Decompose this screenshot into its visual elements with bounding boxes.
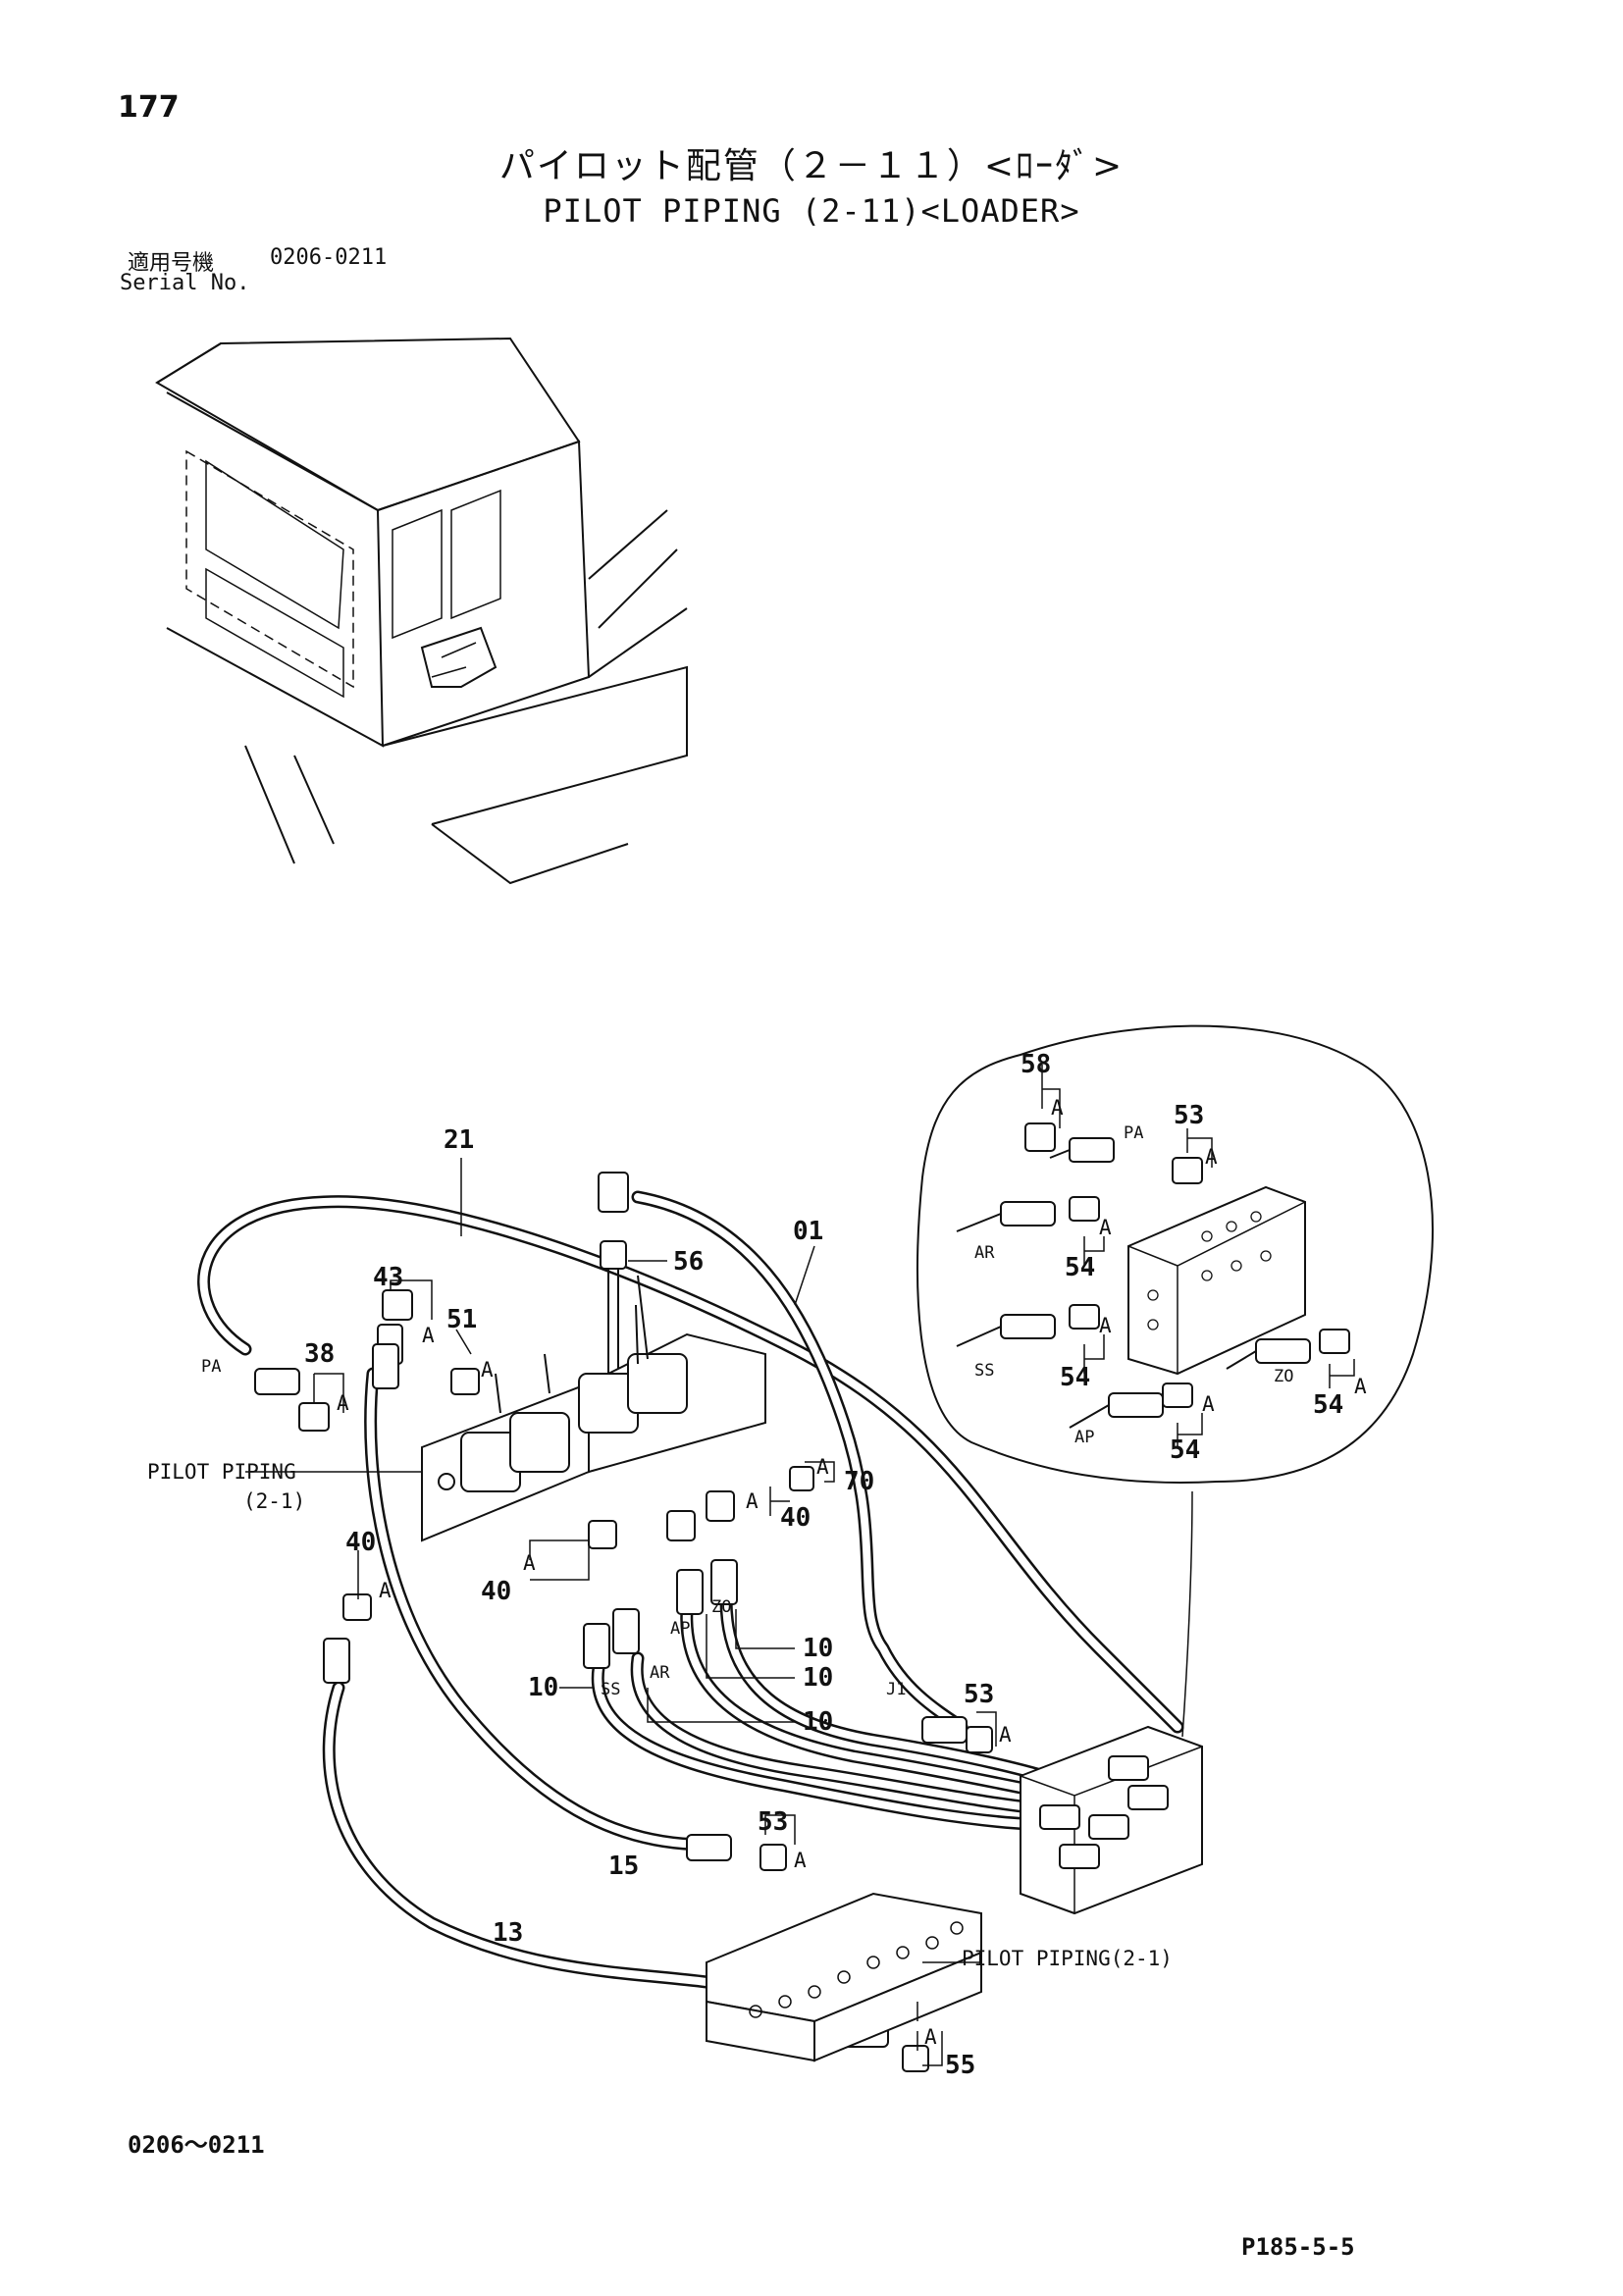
port-label-ss: SS [601, 1680, 620, 1699]
detail-port-ap: AP [1074, 1428, 1094, 1447]
marker-a-53det: A [1205, 1145, 1218, 1169]
detail-port-zo: ZO [1274, 1367, 1293, 1386]
title-english: PILOT PIPING (2-11)<LOADER> [543, 192, 1080, 230]
page-number: 177 [118, 90, 180, 125]
detail-view [916, 1024, 1434, 1484]
marker-a-40r: A [746, 1489, 759, 1513]
marker-a-40m: A [523, 1551, 536, 1575]
marker-a-51: A [481, 1358, 494, 1382]
port-label-pa: PA [201, 1357, 221, 1377]
callout-58: 58 [1021, 1050, 1051, 1079]
marker-a-54a: A [1099, 1216, 1112, 1239]
callout-56: 56 [673, 1247, 704, 1277]
marker-a-55: A [924, 2025, 937, 2049]
marker-a-40l: A [379, 1579, 392, 1602]
callout-13: 13 [493, 1918, 523, 1948]
marker-a-43: A [422, 1324, 435, 1347]
callout-40-left: 40 [345, 1528, 376, 1557]
callout-38: 38 [304, 1339, 335, 1369]
callout-10-c: 10 [528, 1673, 558, 1702]
footer-page-reference: P185-5-5 [1241, 2233, 1355, 2261]
callout-43: 43 [373, 1263, 403, 1292]
port-label-ap: AP [670, 1619, 690, 1639]
cab-overview-drawing [155, 337, 688, 885]
callout-53-mid: 53 [964, 1680, 994, 1709]
callout-40-mid: 40 [481, 1577, 511, 1606]
pilot-piping-ref-left: PILOT PIPING [147, 1460, 296, 1484]
marker-a-53mid: A [999, 1723, 1012, 1747]
callout-55: 55 [945, 2051, 975, 2080]
callout-21: 21 [444, 1125, 474, 1155]
callout-51: 51 [446, 1305, 477, 1334]
marker-a-53low: A [794, 1849, 807, 1872]
detail-port-ar: AR [974, 1243, 995, 1263]
marker-a-54d: A [1202, 1392, 1215, 1416]
callout-53-low: 53 [758, 1807, 788, 1837]
port-label-j1: J1 [886, 1680, 906, 1699]
detail-port-ss: SS [974, 1361, 994, 1381]
callout-10-d: 10 [803, 1707, 833, 1737]
marker-a-38: A [337, 1391, 349, 1415]
detail-port-pa: PA [1124, 1123, 1143, 1143]
marker-a-54c: A [1354, 1375, 1367, 1398]
pilot-piping-ref-right: PILOT PIPING(2-1) [962, 1947, 1173, 1970]
marker-a-70: A [816, 1455, 829, 1479]
title-japanese: パイロット配管（２－１１）<ﾛｰﾀﾞ> [498, 146, 1125, 186]
callout-54-b: 54 [1060, 1363, 1090, 1392]
marker-a-58: A [1051, 1096, 1064, 1120]
callout-53-detail: 53 [1174, 1101, 1204, 1130]
port-label-zo: ZO [711, 1597, 731, 1617]
callout-54-c: 54 [1313, 1390, 1343, 1420]
footer-serial-range: 0206～0211 [128, 2131, 265, 2159]
main-assembly [197, 1158, 1203, 2072]
pilot-piping-ref-left-sub: (2-1) [243, 1489, 305, 1513]
marker-a-54b: A [1099, 1314, 1112, 1337]
serial-value: 0206-0211 [270, 245, 388, 270]
serial-label-english: Serial No. [120, 271, 250, 295]
callout-54-a: 54 [1065, 1253, 1095, 1282]
callout-40-right: 40 [780, 1503, 811, 1533]
serial-label-japanese: 適用号機 [128, 251, 215, 276]
callout-01: 01 [793, 1217, 823, 1246]
port-label-ar: AR [650, 1663, 670, 1683]
callout-54-d: 54 [1170, 1435, 1200, 1465]
callout-15: 15 [608, 1852, 639, 1881]
callout-10-b: 10 [803, 1663, 833, 1693]
callout-10-a: 10 [803, 1634, 833, 1663]
callout-70: 70 [844, 1467, 874, 1496]
